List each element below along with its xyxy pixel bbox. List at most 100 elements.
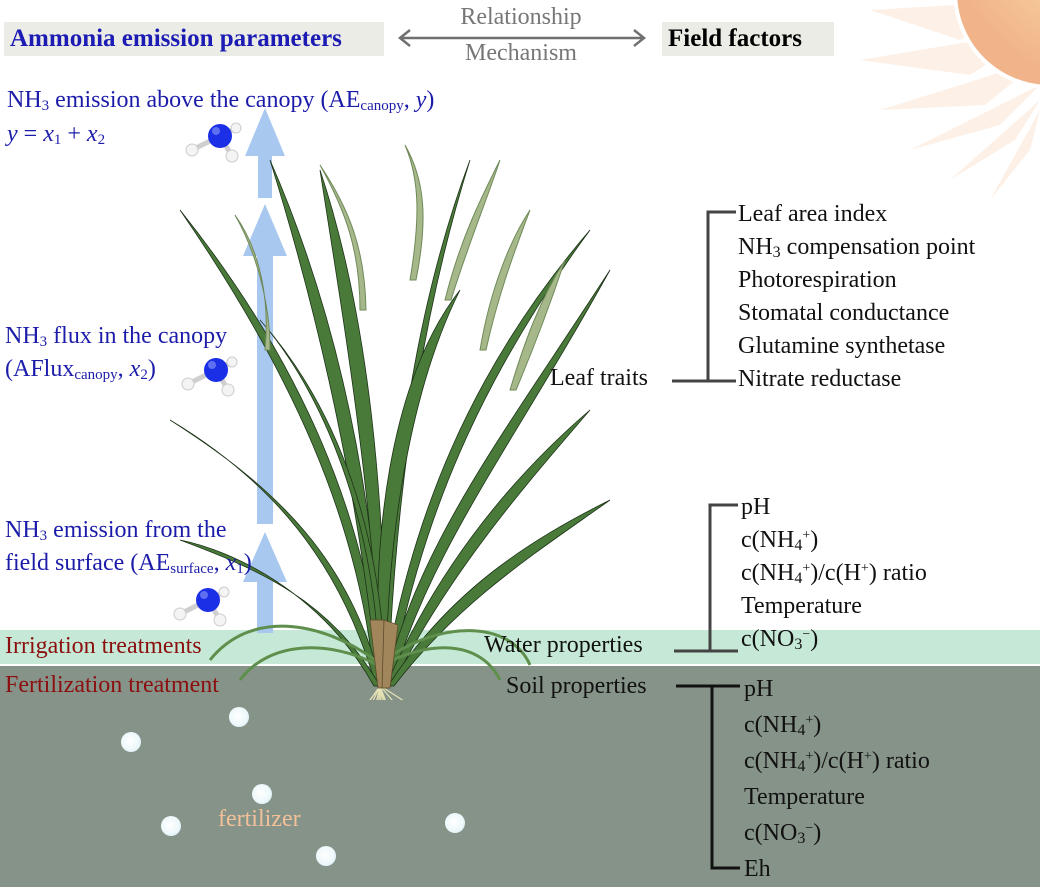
upper-flux-arrow-icon: [245, 108, 285, 198]
trait-text: Glutamine synthetase: [738, 333, 946, 359]
leaf-blades: [170, 159, 611, 687]
ammonia-molecule-icon: [185, 122, 242, 163]
eq-part: 2: [97, 132, 106, 148]
relationship-label: Relationship: [460, 4, 582, 30]
leaf-trait-item: Stomatal conductance: [738, 297, 975, 330]
fertilizer-pellet-icon: [252, 784, 272, 804]
field-factors-heading: Field factors: [662, 22, 834, 56]
leaf-traits-list: Leaf area index NH3 compensation point P…: [738, 198, 975, 396]
trait-text: Stomatal conductance: [738, 300, 950, 326]
eq-part: y: [7, 121, 18, 147]
leaf-trait-item: Glutamine synthetase: [738, 330, 975, 363]
rice-plant-illustration: [170, 144, 611, 700]
fertilizer-pellet-icon: [229, 707, 249, 727]
label-part: x: [129, 356, 141, 382]
leaf-traits-bracket: [672, 210, 736, 383]
label-part: ,: [117, 356, 130, 382]
label-part: 1: [236, 561, 244, 577]
label-part: ,: [213, 550, 226, 576]
label-part: 3: [41, 98, 50, 114]
label-part: emission above the canopy (AE: [49, 87, 361, 113]
water-property-item: c(NH4+): [741, 527, 819, 554]
label-part: 2: [140, 367, 148, 383]
surface-emission-label: NH3 emission from the field surface (AEs…: [5, 514, 252, 580]
label-part: surface: [170, 561, 214, 577]
label-part: ,: [403, 87, 416, 113]
trait-text: 3: [772, 244, 781, 261]
label-part: ): [243, 550, 252, 576]
roots: [369, 685, 404, 700]
panicles: [234, 144, 566, 391]
leaf-trait-item: NH3 compensation point: [738, 231, 975, 264]
water-properties-label: Water properties: [484, 632, 643, 658]
label-part: (AFlux: [5, 356, 75, 382]
soil-property-item: Eh: [744, 856, 771, 882]
label-part: 3: [39, 334, 48, 350]
trait-text: compensation point: [780, 234, 976, 260]
label-part: emission from the: [47, 517, 227, 543]
sun-illustration: [860, 0, 1040, 200]
leaf-trait-item: Photorespiration: [738, 264, 975, 297]
mechanism-label: Mechanism: [465, 40, 577, 66]
water-layer: [0, 630, 1040, 664]
leaf-trait-item: Nitrate reductase: [738, 363, 975, 396]
fertilizer-pellet-icon: [161, 816, 181, 836]
eq-part: 1: [53, 132, 62, 148]
trait-text: Leaf area index: [738, 201, 888, 227]
fertilization-treatment-label: Fertilization treatment: [5, 672, 219, 698]
trait-text: NH: [738, 234, 773, 260]
label-part: x: [225, 550, 237, 576]
label-part: ): [147, 356, 156, 382]
ammonia-molecule-icon: [181, 356, 238, 397]
label-part: y: [415, 87, 427, 113]
lower-flux-arrow-icon: [243, 532, 287, 633]
eq-part: +: [61, 121, 87, 147]
label-part: flux in the canopy: [47, 323, 228, 349]
irrigation-treatments-label: Irrigation treatments: [5, 633, 202, 659]
canopy-emission-label: NH3 emission above the canopy (AEcanopy,…: [7, 84, 434, 117]
label-part: ): [426, 87, 435, 113]
stem-base: [369, 619, 399, 689]
fertilizer-pellet-icon: [316, 846, 336, 866]
label-part: field surface (AE: [5, 550, 171, 576]
drooping-lower-leaves: [208, 624, 532, 681]
sun-disc-icon: [953, 0, 1040, 89]
ammonia-molecule-icon: [173, 586, 230, 627]
soil-property-item: Temperature: [744, 784, 865, 810]
water-property-item: pH: [741, 494, 771, 520]
label-part: canopy: [74, 367, 118, 383]
water-property-item: Temperature: [741, 593, 862, 619]
trait-text: Nitrate reductase: [738, 366, 902, 392]
eq-part: =: [17, 121, 44, 147]
label-part: NH: [7, 87, 42, 113]
fertilizer-pellet-icon: [121, 732, 141, 752]
soil-property-item: c(NH4+)/c(H+) ratio: [744, 748, 930, 775]
leaf-trait-item: Leaf area index: [738, 198, 975, 231]
eq-part: x: [86, 121, 98, 147]
leaf-traits-label: Leaf traits: [550, 365, 648, 391]
canopy-flux-label: NH3 flux in the canopy (AFluxcanopy, x2): [5, 320, 227, 386]
soil-property-item: c(NO3−): [744, 820, 822, 847]
label-part: NH: [5, 323, 40, 349]
fertilizer-label: fertilizer: [218, 806, 301, 832]
soil-properties-label: Soil properties: [506, 673, 647, 699]
label-part: 3: [39, 528, 48, 544]
label-part: canopy: [360, 98, 404, 114]
ammonia-emission-parameters-heading: Ammonia emission parameters: [4, 22, 384, 56]
double-arrow-icon: [397, 29, 647, 47]
soil-property-item: pH: [744, 676, 774, 702]
water-properties-list: pH c(NH4+) c(NH4+)/c(H+) ratio Temperatu…: [741, 491, 927, 656]
water-property-item: c(NH4+)/c(H+) ratio: [741, 560, 927, 587]
emission-equation: y = x1 + x2: [7, 118, 105, 151]
flux-arrows: [243, 108, 287, 633]
soil-layer: [0, 666, 1040, 887]
fertilizer-pellet-icon: [445, 813, 465, 833]
trait-text: Photorespiration: [738, 267, 897, 293]
eq-part: x: [43, 121, 54, 147]
middle-flux-arrow-icon: [243, 204, 287, 524]
label-part: NH: [5, 517, 40, 543]
soil-property-item: c(NH4+): [744, 712, 822, 739]
water-properties-bracket: [674, 503, 738, 653]
soil-properties-bracket: [676, 684, 740, 870]
soil-properties-list: pH c(NH4+) c(NH4+)/c(H+) ratio Temperatu…: [744, 671, 930, 887]
